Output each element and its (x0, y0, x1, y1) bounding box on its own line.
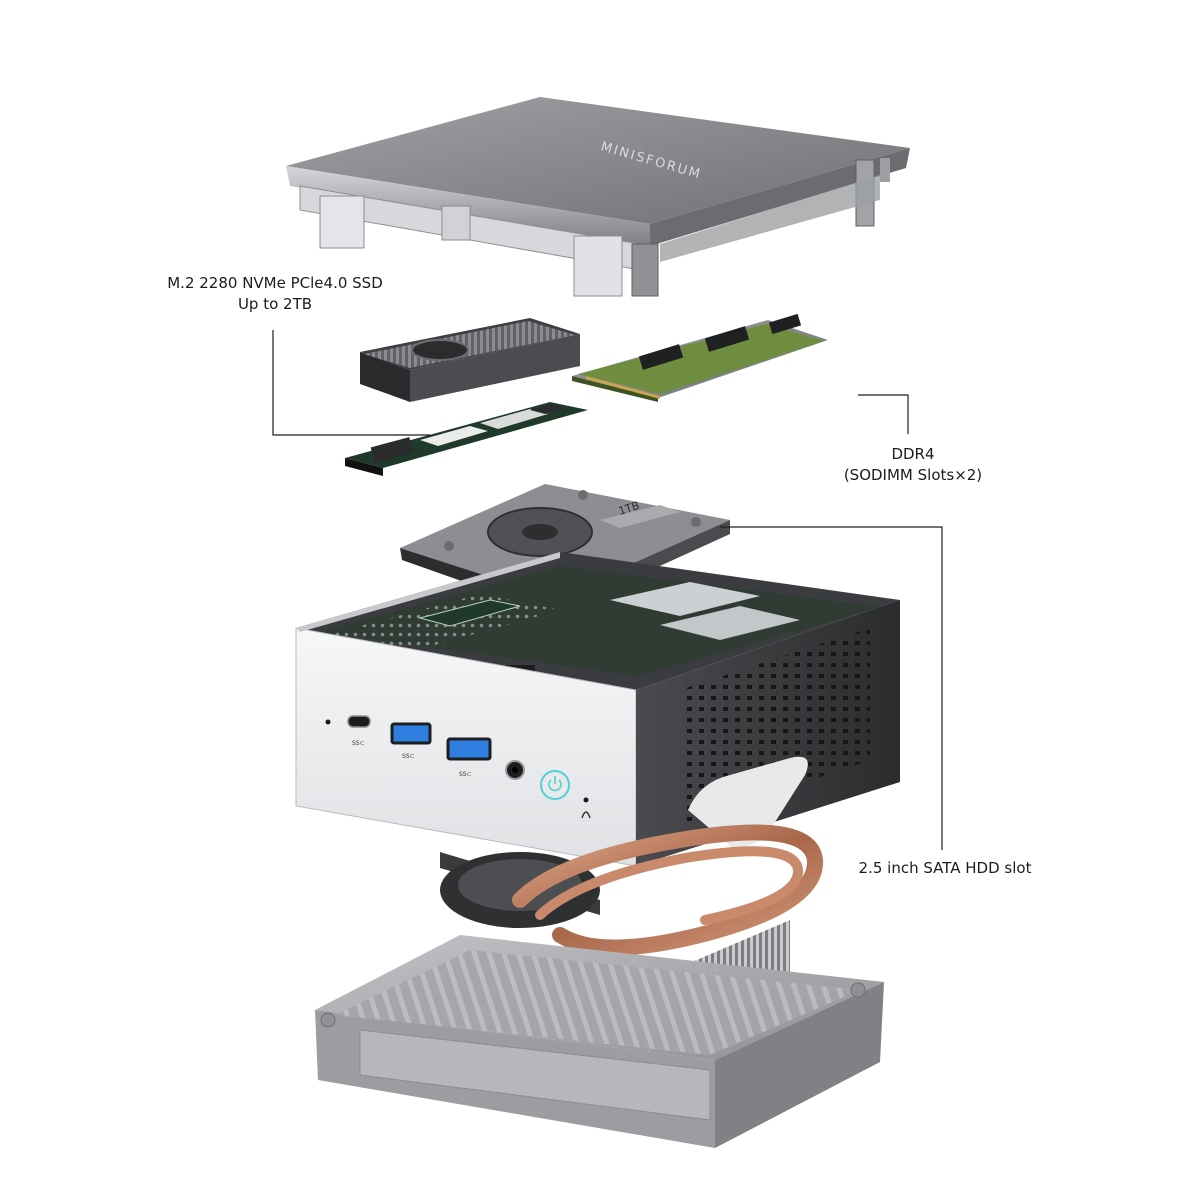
m2-ssd-stick (345, 402, 588, 476)
usb-a1-mark: SS⊂ (402, 753, 415, 760)
headphone-icon (581, 811, 591, 819)
status-led-icon (325, 719, 331, 725)
power-button-icon (540, 770, 570, 800)
ddr4-ram-module (572, 313, 828, 402)
ddr-callout-label: DDR4 (SODIMM Slots×2) (832, 444, 994, 486)
ssd-heatsink (360, 318, 580, 402)
front-io-panel: SS⊂ SS⊂ SS⊂ (325, 715, 591, 819)
ssd-leader-line (272, 330, 430, 436)
bottom-cover (315, 935, 884, 1148)
hdd-capacity-marking: 1TB (617, 499, 641, 518)
usb-c-mark: SS⊂ (352, 740, 365, 747)
mic-led-icon (583, 797, 589, 803)
hdd-label-line1: 2.5 inch SATA HDD slot (858, 859, 1032, 877)
ssd-callout-label: M.2 2280 NVMe PCle4.0 SSD Up to 2TB (162, 273, 388, 315)
ddr-label-line2: (SODIMM Slots×2) (843, 466, 983, 484)
hdd-callout-label: 2.5 inch SATA HDD slot (850, 858, 1040, 879)
usb-c-port (347, 715, 371, 728)
ddr-label-line1: DDR4 (891, 445, 935, 463)
hdd-leader-line (720, 526, 943, 850)
usb-a-port-2 (446, 737, 492, 761)
ddr-leader-line (858, 394, 909, 434)
ssd-label-line1: M.2 2280 NVMe PCle4.0 SSD (167, 274, 383, 292)
ssd-label-line2: Up to 2TB (237, 295, 313, 313)
top-lid: MINISFORUM (286, 97, 910, 297)
chassis (295, 552, 900, 867)
callout-lines (272, 330, 943, 850)
usb-a-port-1 (390, 722, 432, 745)
usb-a2-mark: SS⊂ (459, 771, 472, 778)
